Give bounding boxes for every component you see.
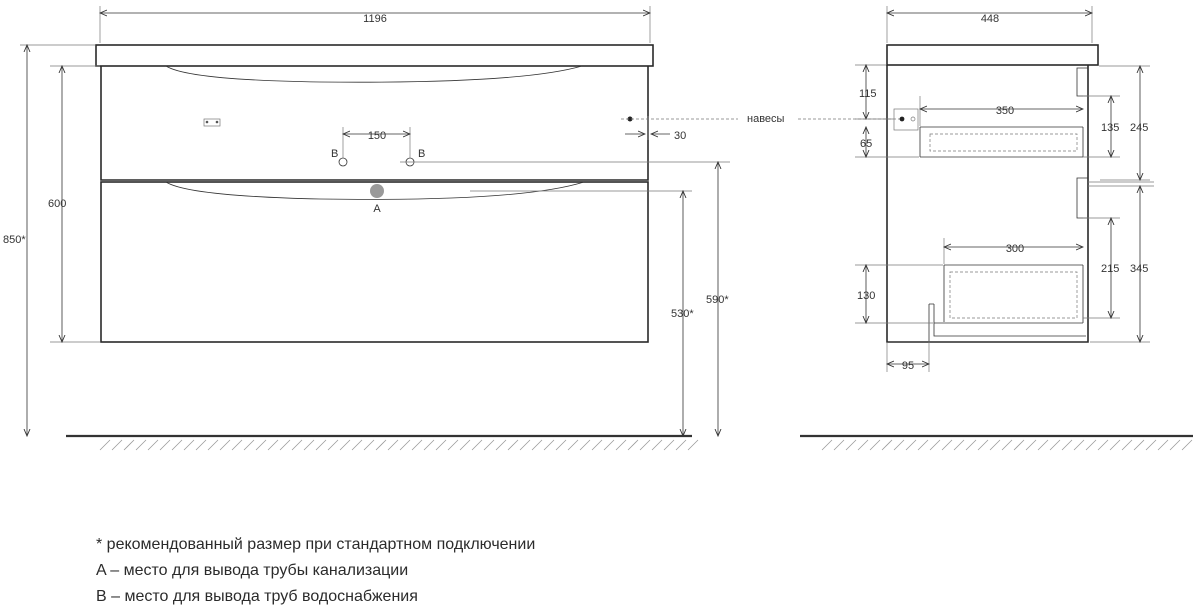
total-height-label: 850*: [3, 234, 26, 246]
left-hinge-mark: [203, 118, 221, 127]
body-height-label: 600: [48, 198, 66, 210]
lower-drawer-box: [943, 264, 1084, 323]
point-a-label: A: [373, 203, 381, 215]
bottom-gap-label: 130: [857, 290, 875, 302]
plinth-offset-label: 95: [902, 360, 914, 372]
legend-a-description: A – место для вывода трубы канализации: [96, 562, 409, 579]
point-b-right-label: B: [418, 148, 425, 160]
top-drawer-depth-label: 350: [996, 105, 1014, 117]
top-gap-label: 115: [859, 88, 877, 100]
top-section-label: 245: [1130, 122, 1148, 134]
lower-front-profile: [1076, 177, 1088, 219]
inlet-spacing-label: 150: [368, 130, 386, 142]
front-width-label: 1196: [363, 13, 387, 25]
bottom-drawer-height-label: 215: [1101, 263, 1119, 275]
drain-a: [370, 184, 384, 198]
legend: * рекомендованный размер при стандартном…: [96, 532, 535, 610]
legend-b-description: B – место для вывода труб водоснабжения: [96, 588, 418, 605]
countertop: [95, 44, 654, 67]
legend-note: * рекомендованный размер при стандартном…: [96, 536, 536, 553]
side-body: [886, 65, 1089, 343]
side-hinge-bracket: [893, 108, 919, 131]
bottom-section-label: 345: [1130, 263, 1148, 275]
front-view: 1196 850* 600 150 B B A 30 навесы 590*: [3, 6, 900, 451]
point-b-left-label: B: [331, 148, 338, 160]
upper-drawer-box: [919, 126, 1084, 158]
side-view: 448 115 65 350 135 245 300 215: [800, 6, 1193, 451]
top-drawer-height-label: 135: [1101, 122, 1119, 134]
inlet-b-left: [338, 157, 348, 167]
right-hinge-mark: [627, 116, 633, 122]
hinge-offset-label: 30: [674, 130, 686, 142]
upper-front-profile: [1076, 67, 1088, 97]
hinges-label: навесы: [747, 113, 785, 125]
side-countertop: [886, 44, 1099, 66]
technical-drawing: 1196 850* 600 150 B B A 30 навесы 590*: [3, 6, 1193, 451]
drawer-offset-label: 65: [860, 138, 872, 150]
upper-drawer: [100, 66, 649, 181]
inlet-height-label: 590*: [706, 294, 729, 306]
upper-drawer-handle-curve: [165, 65, 583, 83]
plinth-profile: [928, 303, 1086, 341]
front-floor-hatch: [99, 439, 699, 451]
drain-height-label: 530*: [671, 308, 694, 320]
side-floor-hatch: [821, 439, 1193, 451]
bottom-drawer-depth-label: 300: [1006, 243, 1024, 255]
lower-drawer: [100, 181, 649, 343]
side-depth-label: 448: [981, 13, 999, 25]
